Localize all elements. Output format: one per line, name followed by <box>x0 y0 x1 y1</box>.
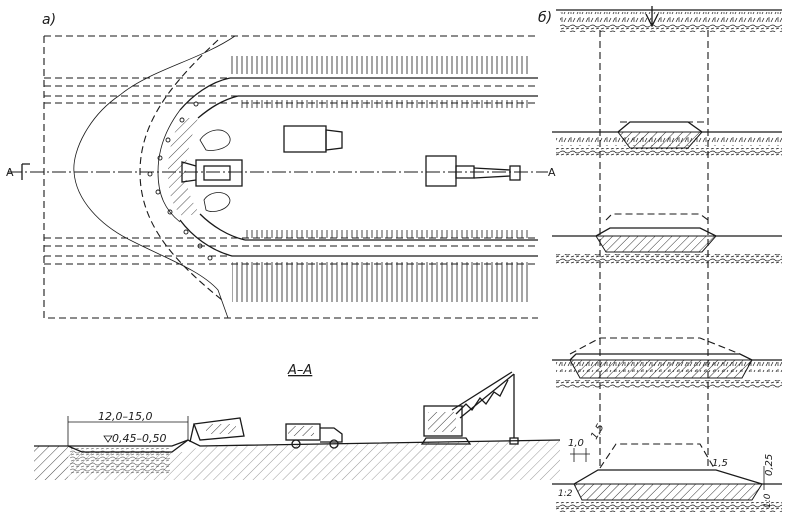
dim-width-label: 12,0–15,0 <box>98 410 152 423</box>
dim-0-25-label: 0,25 <box>764 454 775 476</box>
stage-5-section: 1,0 1,5 1,5 0,25 1:2 1:0 <box>552 422 782 512</box>
plan-outer-boundary <box>43 35 538 319</box>
dim-depth-label: 0,45–0,50 <box>112 432 166 445</box>
excavator-plan-icon <box>181 159 243 187</box>
section-title: А–А <box>287 363 312 378</box>
lower-trench <box>44 213 538 302</box>
upper-trench <box>44 56 538 119</box>
slope-left-label: 1:2 <box>558 489 573 499</box>
stage-1-section <box>556 6 782 32</box>
crane-side-icon <box>420 371 519 445</box>
truck-side-icon <box>285 423 343 449</box>
section-view: А–А 12,0–15,0 0,45–0,50 <box>34 363 561 480</box>
water-body <box>68 439 189 447</box>
spoil-heap-lower <box>203 192 231 212</box>
panel-a-label: а) <box>42 12 56 28</box>
survey-marks <box>147 101 213 261</box>
dim-1-0-label: 1,0 <box>568 438 584 449</box>
cut-mark-left: А <box>6 166 14 179</box>
crane-plan-icon <box>425 155 521 187</box>
stage-4-section <box>552 337 782 388</box>
dim-1-5-left-label: 1,5 <box>589 422 606 441</box>
stage-sections: б) <box>538 6 782 512</box>
dim-1-5-right-label: 1,5 <box>712 458 728 469</box>
plan-view: а) <box>6 12 556 319</box>
spoil-heap-upper <box>199 129 231 151</box>
cut-mark-right: А <box>548 166 556 179</box>
excavator-side-icon <box>189 417 245 443</box>
panel-b-label: б) <box>538 10 552 26</box>
stage-3-section <box>552 213 782 264</box>
stage-2-section <box>552 121 782 156</box>
slope-right-label: 1:0 <box>763 493 773 508</box>
dump-truck-plan-icon <box>283 125 343 153</box>
